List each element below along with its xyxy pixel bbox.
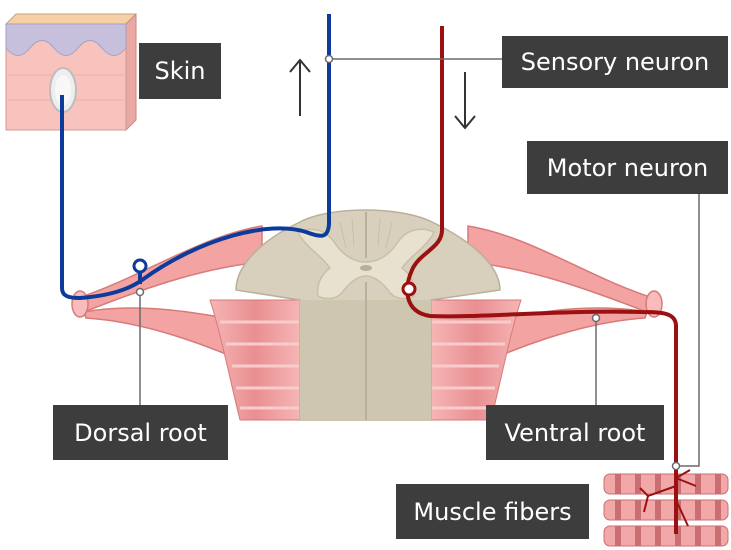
left-nerve-bundle: [71, 225, 301, 421]
motor-neuron-label: Motor neuron: [527, 141, 728, 194]
leader-lines: [139, 58, 700, 467]
skin-block: [4, 12, 137, 132]
ventral-root-label: Ventral root: [486, 405, 664, 460]
muscle-fibers: [603, 473, 729, 547]
right-nerve-bundle: [430, 225, 663, 421]
sensory-neuron-path: [60, 14, 331, 300]
muscle-fibers-label: Muscle fibers: [396, 484, 589, 539]
down-arrow-icon: [454, 72, 476, 130]
up-arrow-icon: [289, 58, 311, 116]
sensory-neuron-label: Sensory neuron: [502, 36, 728, 88]
motor-neuron-path: [401, 26, 697, 534]
spinal-cord: [235, 209, 501, 421]
skin-label: Skin: [139, 43, 221, 99]
dorsal-root-label: Dorsal root: [53, 405, 228, 460]
